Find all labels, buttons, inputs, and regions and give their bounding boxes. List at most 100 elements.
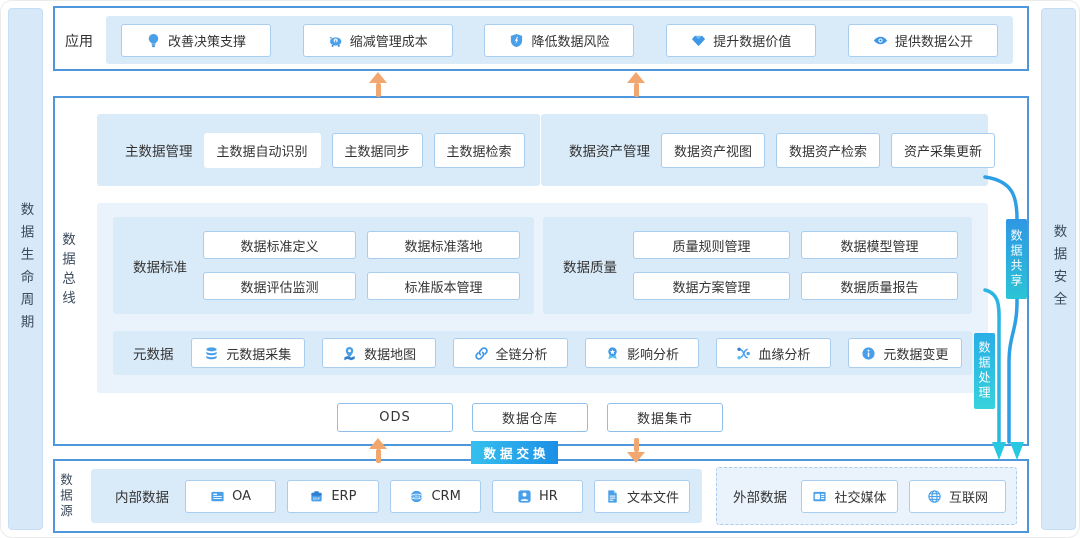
internal-source-button-4[interactable]: 文本文件 <box>594 479 691 513</box>
data-standard-button-1[interactable]: 数据标准落地 <box>367 231 520 259</box>
data-source-label: 数据源 <box>58 472 73 520</box>
internal-source-button-label: ERP <box>331 488 357 504</box>
app-button-label: 缩减管理成本 <box>349 34 428 50</box>
app-button-4[interactable]: 提供数据公开 <box>847 23 998 57</box>
metadata-button-4[interactable]: 血缘分析 <box>716 338 831 368</box>
master-data-button-label: 主数据同步 <box>344 144 410 160</box>
external-data-label: 外部数据 <box>733 490 787 506</box>
master-data-button-label: 主数据检索 <box>446 144 512 160</box>
storage-row: ODS 数据仓库 数据集市 <box>337 403 723 432</box>
data-share-badge: 数据共享 <box>1006 219 1027 299</box>
data-quality-button-1[interactable]: 数据模型管理 <box>801 231 958 259</box>
svg-text:ERP: ERP <box>313 496 321 500</box>
data-quality-buttons: 质量规则管理 数据模型管理数据方案管理 数据质量报告 <box>633 231 958 300</box>
data-quality-button-2[interactable]: 数据方案管理 <box>633 272 790 300</box>
metadata-button-0[interactable]: 元数据采集 <box>190 338 305 368</box>
data-standard-group: 数据标准 数据标准定义数据标准落地数据评估监测标准版本管理 <box>113 217 534 314</box>
storage-button-2[interactable]: 数据集市 <box>607 403 723 432</box>
data-bus-label: 数据总线 <box>59 232 75 310</box>
social-media-icon <box>812 489 827 504</box>
metadata-button-1[interactable]: 数据地图 <box>321 338 437 368</box>
data-quality-button-0[interactable]: 质量规则管理 <box>633 231 790 259</box>
branch-icon <box>736 346 751 361</box>
storage-button-label: 数据仓库 <box>501 412 558 427</box>
data-asset-buttons: 数据资产视图 数据资产检索 资产采集更新 <box>661 132 996 168</box>
data-asset-button-label: 数据资产视图 <box>674 144 753 160</box>
master-data-button-2[interactable]: 主数据检索 <box>433 132 525 168</box>
erp-icon: ERP <box>309 489 324 504</box>
app-button-2[interactable]: 降低数据风险 <box>484 23 635 57</box>
master-data-panel: 主数据管理 主数据自动识别 主数据同步 主数据检索 <box>97 114 540 186</box>
data-process-badge: 数据处理 <box>974 333 995 409</box>
internal-source-button-3[interactable]: HR <box>491 479 583 513</box>
data-source-section: 数据源 内部数据 OA ERP ERP CRM CRM HR 文本文件 外部数据 社交媒体 互… <box>53 459 1029 533</box>
data-standard-button-0[interactable]: 数据标准定义 <box>203 231 356 259</box>
data-asset-button-label: 资产采集更新 <box>904 144 983 160</box>
metadata-row: 元数据 元数据采集数据地图全链分析影响分析血缘分析元数据变更 <box>113 331 972 375</box>
data-asset-button-1[interactable]: 数据资产检索 <box>776 132 881 168</box>
app-button-label: 提升数据价值 <box>713 34 792 50</box>
master-data-button-label: 主数据自动识别 <box>216 144 308 160</box>
app-button-1[interactable]: 缩减管理成本 <box>302 23 453 57</box>
governance-panel: 数据标准 数据标准定义数据标准落地数据评估监测标准版本管理 数据质量 质量规则管… <box>97 203 988 393</box>
internal-source-button-label: HR <box>538 488 558 504</box>
external-data-buttons: 社交媒体 互联网 <box>801 479 1006 513</box>
internal-source-button-2[interactable]: CRM CRM <box>389 479 481 513</box>
data-bus-label-wrap: 数据总线 <box>57 98 77 444</box>
data-quality-button-label: 数据模型管理 <box>840 239 919 255</box>
data-standard-button-3[interactable]: 标准版本管理 <box>367 272 520 300</box>
metadata-button-label: 全链分析 <box>495 347 548 363</box>
data-asset-button-2[interactable]: 资产采集更新 <box>891 132 996 168</box>
data-standard-button-2[interactable]: 数据评估监测 <box>203 272 356 300</box>
metadata-button-label: 数据地图 <box>364 347 417 363</box>
storage-button-1[interactable]: 数据仓库 <box>472 403 588 432</box>
metadata-button-2[interactable]: 全链分析 <box>453 338 568 368</box>
master-data-button-1[interactable]: 主数据同步 <box>331 132 423 168</box>
internal-data-panel: 内部数据 OA ERP ERP CRM CRM HR 文本文件 <box>91 469 702 523</box>
data-source-label-wrap: 数据源 <box>56 461 75 531</box>
text-file-icon <box>605 489 620 504</box>
internal-source-button-0[interactable]: OA <box>185 479 277 513</box>
shield-icon <box>509 33 524 48</box>
master-data-label: 主数据管理 <box>125 144 193 160</box>
eye-icon <box>873 33 888 48</box>
data-exchange-badge: 数据交换 <box>471 441 558 464</box>
app-button-0[interactable]: 改善决策支撑 <box>121 23 272 57</box>
data-standard-button-label: 数据评估监测 <box>240 280 319 296</box>
internal-source-button-label: OA <box>232 488 252 504</box>
globe-icon <box>927 489 942 504</box>
metadata-button-5[interactable]: 元数据变更 <box>847 338 963 368</box>
external-data-panel: 外部数据 社交媒体 互联网 <box>716 467 1017 525</box>
internal-data-buttons: OA ERP ERP CRM CRM HR 文本文件 <box>185 479 691 513</box>
external-source-button-1[interactable]: 互联网 <box>909 479 1006 513</box>
crm-icon: CRM <box>409 489 424 504</box>
data-share-label: 数据共享 <box>1009 229 1023 289</box>
data-quality-label: 数据质量 <box>563 259 617 276</box>
metadata-button-3[interactable]: 影响分析 <box>584 338 700 368</box>
master-data-button-0[interactable]: 主数据自动识别 <box>203 132 321 168</box>
internal-data-label: 内部数据 <box>115 490 169 506</box>
storage-button-0[interactable]: ODS <box>337 403 453 432</box>
person-icon <box>517 489 532 504</box>
data-lifecycle-label: 数据生命周期 <box>17 201 34 337</box>
external-source-button-label: 互联网 <box>948 490 988 506</box>
data-standard-button-label: 标准版本管理 <box>404 280 483 296</box>
metadata-button-label: 血缘分析 <box>758 347 811 363</box>
data-asset-button-label: 数据资产检索 <box>789 144 868 160</box>
external-source-button-0[interactable]: 社交媒体 <box>801 479 898 513</box>
data-standard-button-label: 数据标准落地 <box>404 239 483 255</box>
data-quality-button-3[interactable]: 数据质量报告 <box>801 272 958 300</box>
data-asset-button-0[interactable]: 数据资产视图 <box>661 132 766 168</box>
app-button-3[interactable]: 提升数据价值 <box>666 23 817 57</box>
app-button-label: 改善决策支撑 <box>168 34 247 50</box>
data-asset-label: 数据资产管理 <box>569 144 650 160</box>
internal-source-button-1[interactable]: ERP ERP <box>287 479 379 513</box>
app-button-label: 提供数据公开 <box>894 34 973 50</box>
database-icon <box>204 346 219 361</box>
bulb-icon <box>146 33 161 48</box>
data-quality-button-label: 数据质量报告 <box>840 280 919 296</box>
internal-source-button-label: CRM <box>431 488 461 504</box>
flow-up-arrow-icon <box>627 72 645 98</box>
sidebar-data-lifecycle: 数据生命周期 <box>8 8 43 530</box>
application-label: 应用 <box>65 34 93 50</box>
